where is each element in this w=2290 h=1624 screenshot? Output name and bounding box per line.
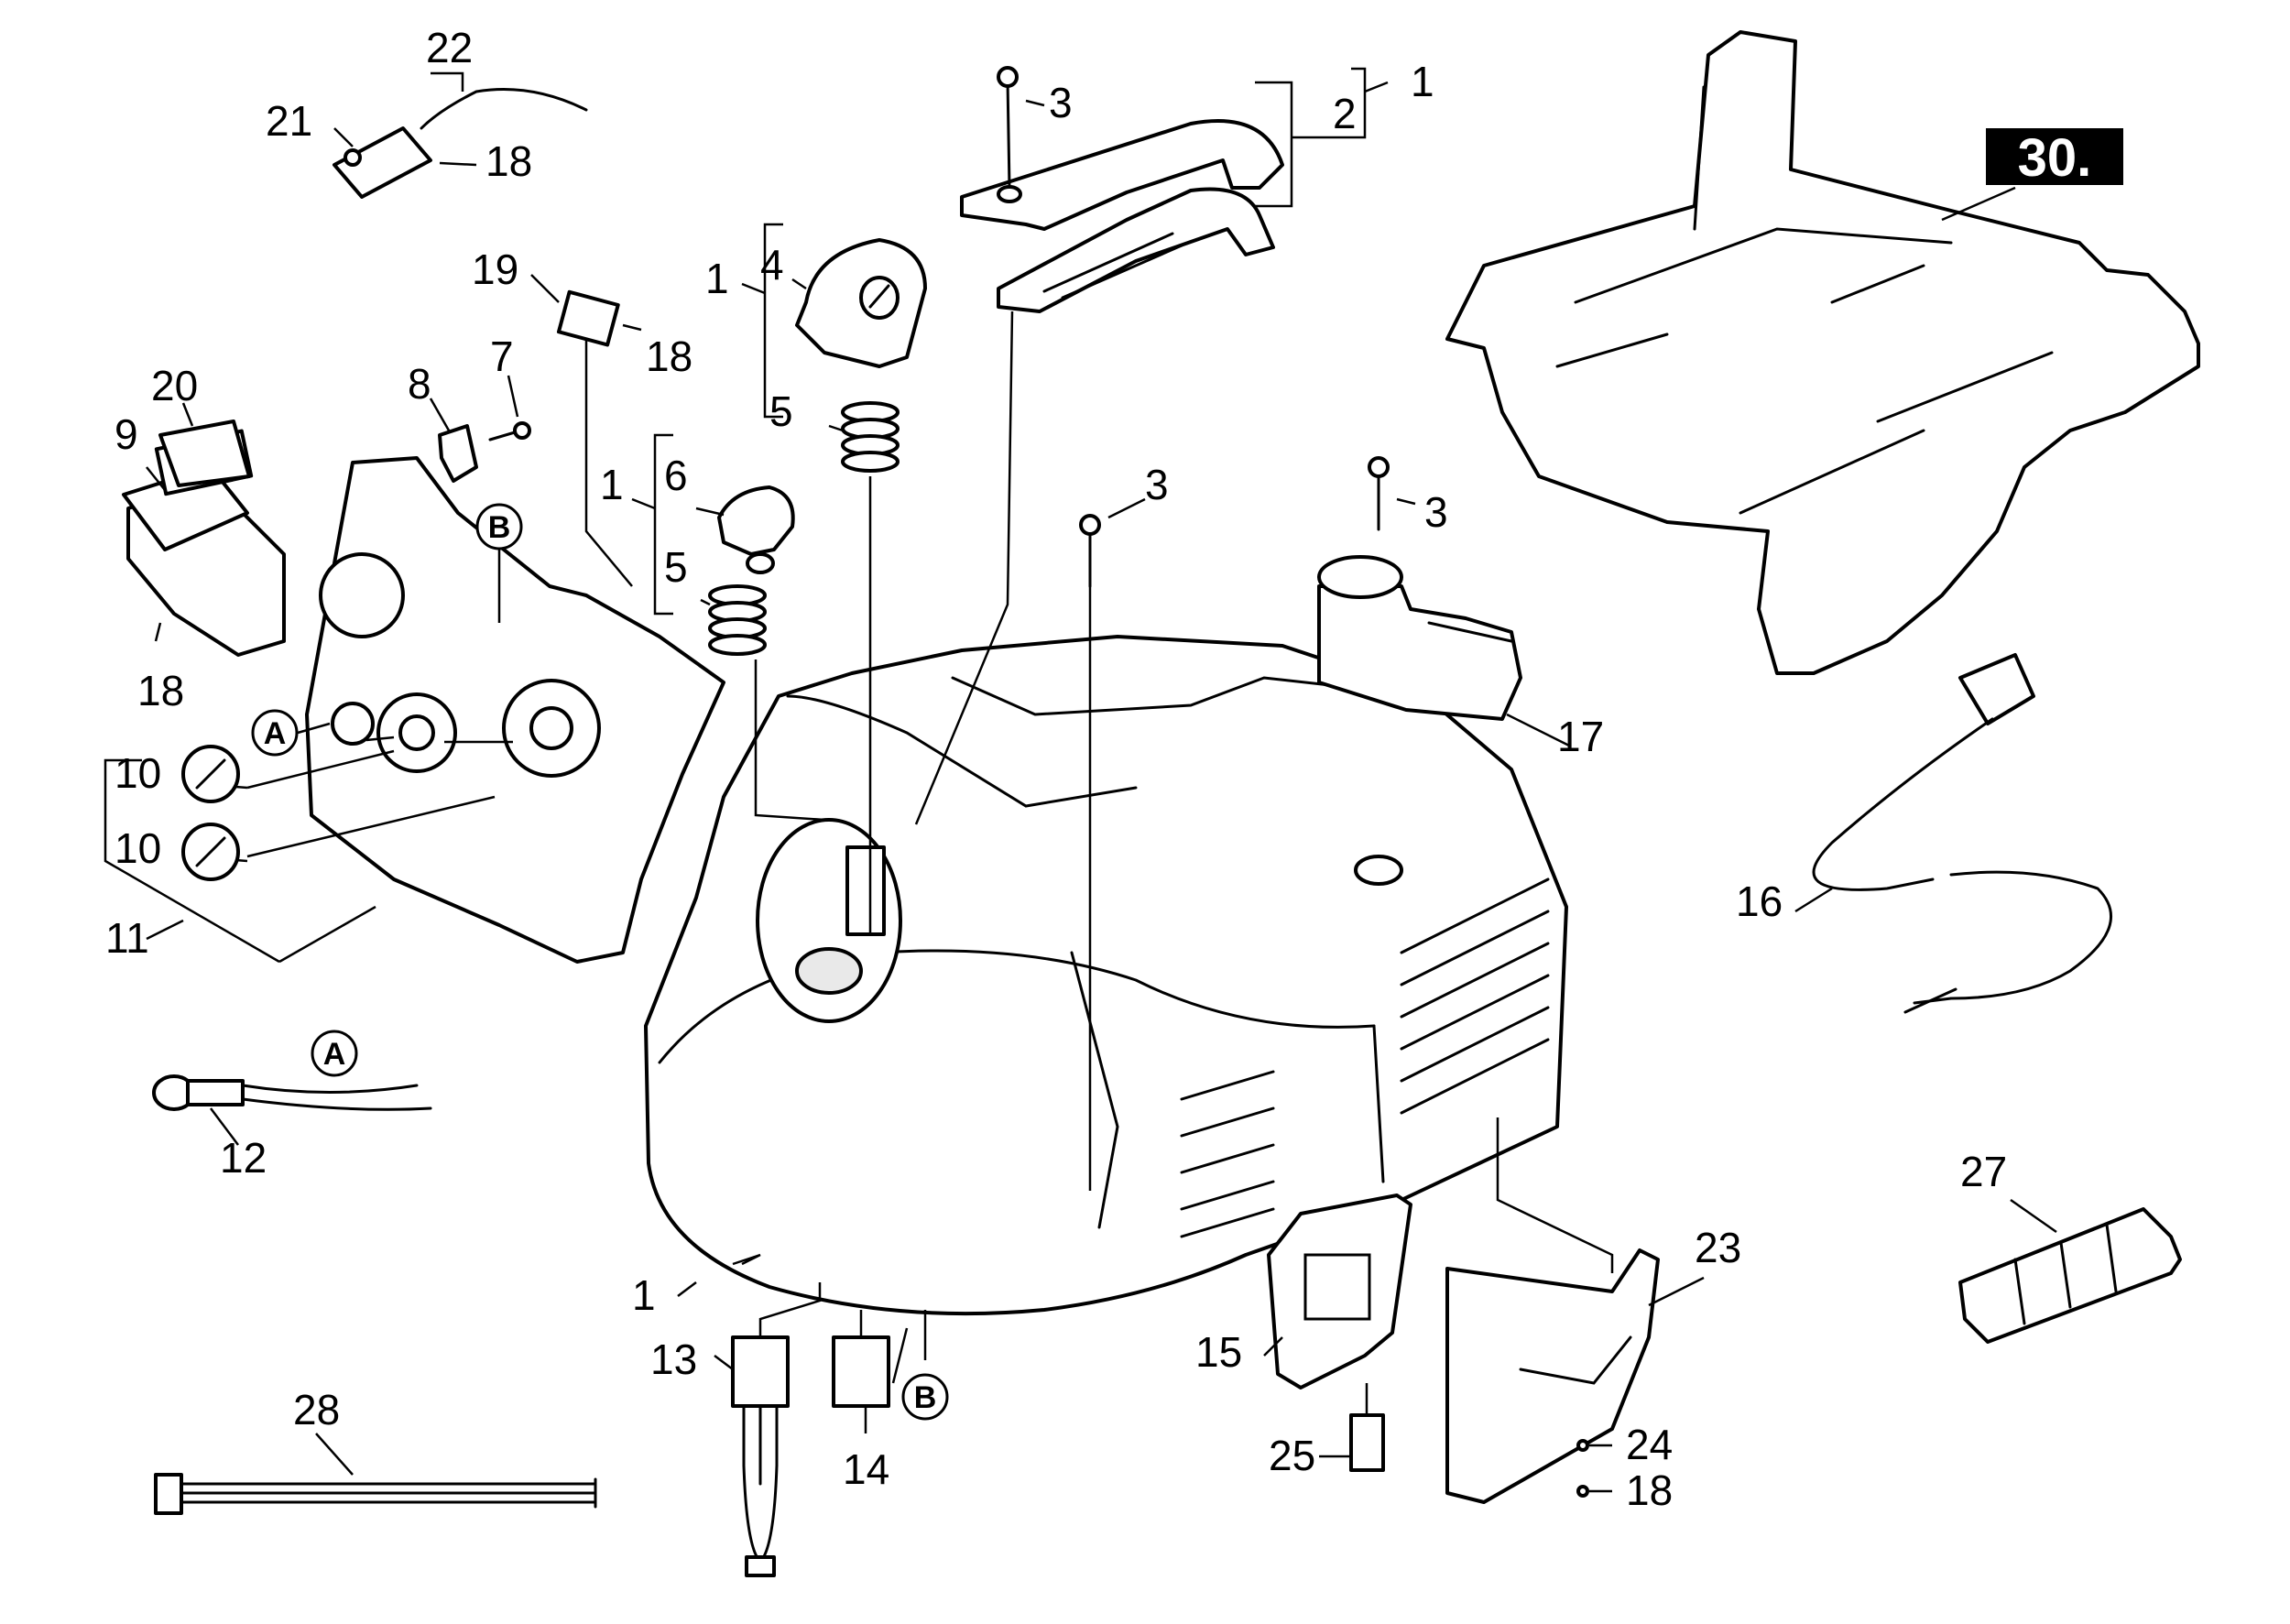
callout-18-top: 18 bbox=[485, 137, 532, 185]
spring-lower bbox=[708, 584, 767, 656]
badge-text: 30. bbox=[2018, 128, 2092, 188]
callout-18-mid: 18 bbox=[646, 332, 692, 380]
side-panel bbox=[1267, 1193, 1412, 1390]
callout-17: 17 bbox=[1557, 713, 1604, 760]
callout-5-upper: 5 bbox=[769, 387, 793, 435]
bracket-8 bbox=[438, 424, 478, 483]
label-20 bbox=[158, 420, 251, 487]
small-screws-bottom bbox=[1576, 1439, 1589, 1498]
callout-21: 21 bbox=[266, 97, 312, 145]
knob-upper bbox=[795, 238, 927, 368]
callout-6: 6 bbox=[664, 452, 688, 499]
power-cord bbox=[1812, 653, 2112, 1014]
handle-assembly bbox=[960, 66, 1284, 313]
connector-strip bbox=[1958, 1207, 2182, 1344]
callout-28: 28 bbox=[293, 1386, 340, 1433]
knob-lower bbox=[717, 485, 795, 574]
callout-8: 8 bbox=[408, 360, 431, 408]
spacer bbox=[1349, 1413, 1385, 1472]
marker-b-lower: B bbox=[901, 1373, 949, 1421]
main-housing bbox=[644, 635, 1568, 1316]
diagram-number-badge: 30. bbox=[1986, 128, 2123, 188]
sensor-board bbox=[333, 88, 588, 199]
callout-10-a: 10 bbox=[114, 749, 161, 797]
marker-b-upper: B bbox=[475, 503, 523, 550]
screw-center bbox=[1079, 514, 1101, 588]
callout-27: 27 bbox=[1960, 1148, 2007, 1195]
callout-1-bottom: 1 bbox=[632, 1271, 656, 1319]
callout-18-left: 18 bbox=[137, 667, 184, 714]
callout-3-center: 3 bbox=[1145, 461, 1169, 508]
callout-25: 25 bbox=[1269, 1432, 1315, 1479]
marker-a-left: A bbox=[251, 709, 299, 757]
knob-10-a bbox=[181, 745, 240, 803]
svg-text:A: A bbox=[323, 1037, 346, 1072]
callout-19: 19 bbox=[472, 245, 518, 293]
knob-10-b bbox=[181, 823, 240, 881]
callout-3-handle: 3 bbox=[1049, 79, 1073, 126]
callout-2: 2 bbox=[1333, 90, 1357, 137]
callout-11: 11 bbox=[105, 914, 149, 962]
control-panel bbox=[305, 456, 725, 964]
callout-13: 13 bbox=[650, 1335, 697, 1383]
callout-16: 16 bbox=[1736, 877, 1783, 925]
callout-22: 22 bbox=[426, 24, 473, 71]
svg-text:B: B bbox=[488, 510, 511, 545]
callout-18-bottom: 18 bbox=[1626, 1466, 1673, 1514]
leader-lines bbox=[104, 67, 2057, 1493]
spring-upper bbox=[841, 401, 900, 473]
callout-3-right: 3 bbox=[1424, 488, 1448, 536]
callout-14: 14 bbox=[843, 1445, 889, 1493]
connector-13 bbox=[731, 1335, 790, 1577]
callout-20: 20 bbox=[151, 362, 198, 409]
callout-1-knob4: 1 bbox=[705, 255, 729, 302]
hose-holder bbox=[1317, 555, 1522, 721]
callout-5-lower: 5 bbox=[664, 543, 688, 591]
top-cover bbox=[1445, 30, 2200, 675]
screw-right bbox=[1368, 456, 1390, 531]
callout-1-top: 1 bbox=[1411, 58, 1434, 105]
lower-panel bbox=[1445, 1248, 1660, 1504]
indicator-lamp bbox=[152, 1074, 432, 1111]
svg-text:B: B bbox=[914, 1380, 937, 1415]
callout-7: 7 bbox=[490, 332, 514, 380]
ribbon-cable bbox=[154, 1473, 597, 1515]
callout-9: 9 bbox=[114, 410, 138, 458]
callout-15: 15 bbox=[1195, 1328, 1242, 1376]
callout-12: 12 bbox=[220, 1134, 267, 1182]
small-board-19 bbox=[556, 289, 620, 347]
svg-text:A: A bbox=[264, 716, 287, 751]
callout-1-knob6: 1 bbox=[600, 461, 624, 508]
callout-23: 23 bbox=[1695, 1224, 1741, 1271]
screw-7 bbox=[488, 421, 531, 441]
housing-vents bbox=[1180, 877, 1550, 1238]
callout-10-b: 10 bbox=[114, 824, 161, 872]
callout-4: 4 bbox=[760, 241, 784, 289]
marker-a-cable: A bbox=[311, 1030, 358, 1077]
callout-labels: 1 2 3 1 4 5 1 6 5 3 3 17 22 21 18 19 18 … bbox=[105, 24, 2007, 1514]
connector-14 bbox=[832, 1335, 890, 1408]
callout-24: 24 bbox=[1626, 1421, 1673, 1468]
